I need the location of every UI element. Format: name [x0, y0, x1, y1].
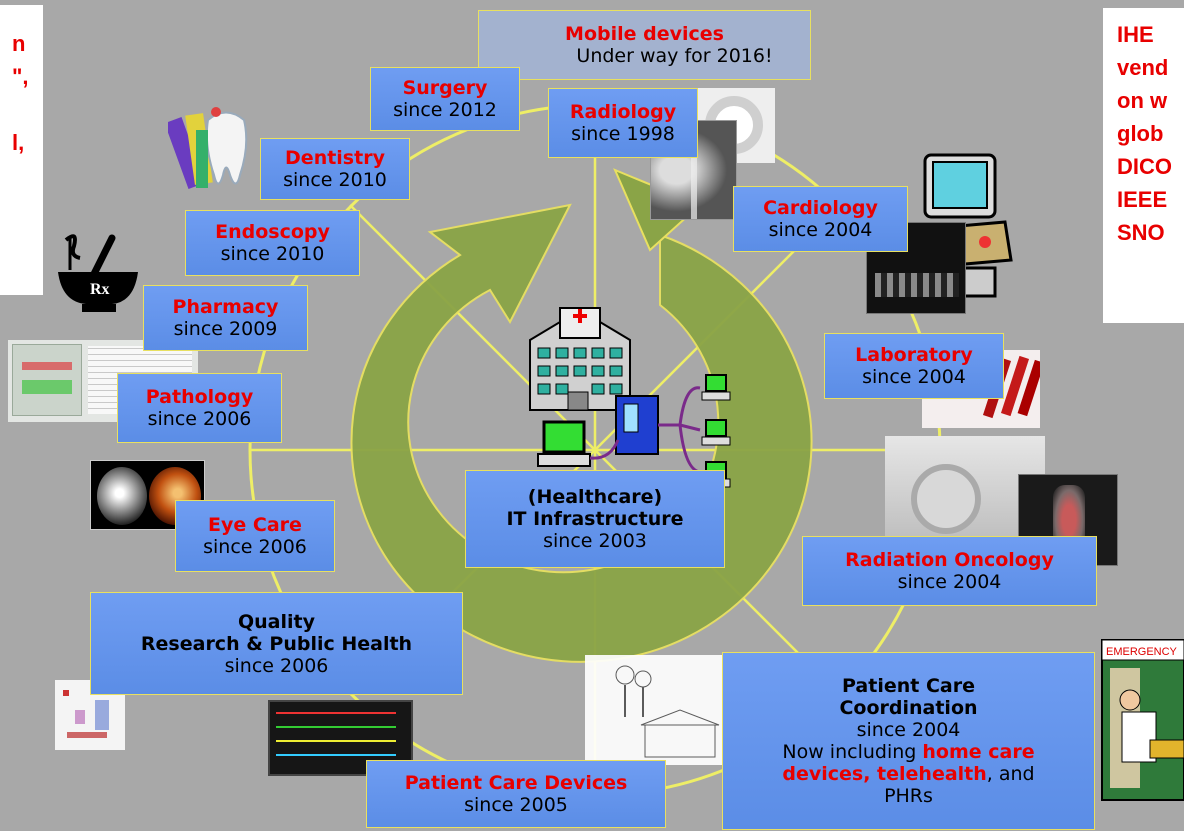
it-infrastructure-box: (Healthcare) IT Infrastructure since 200… [465, 470, 725, 568]
svg-text:Rx: Rx [90, 281, 110, 298]
emergency-clipart-icon: EMERGENCY [1101, 639, 1184, 801]
patient-care-devices-box: Patient Care Devices since 2005 [366, 760, 666, 828]
care-coordination-sketch-image [585, 655, 725, 765]
eye-fundus-image [90, 460, 205, 530]
pathology-box: Pathology since 2006 [117, 373, 282, 443]
mortar-pestle-icon: Rx [58, 234, 138, 312]
endoscopy-box: Endoscopy since 2010 [185, 210, 360, 276]
hospital-network-icon [529, 307, 731, 488]
eye-care-box: Eye Care since 2006 [175, 500, 335, 572]
linac-room-image [885, 436, 1045, 544]
laboratory-box: Laboratory since 2004 [824, 333, 1004, 399]
right-note: IHE vend on w glob DICO IEEE SNO [1103, 8, 1184, 323]
surgery-box: Surgery since 2012 [370, 67, 520, 131]
dentistry-box: Dentistry since 2010 [260, 138, 410, 200]
quality-research-box: Quality Research & Public Health since 2… [90, 592, 463, 695]
radiation-oncology-box: Radiation Oncology since 2004 [802, 536, 1097, 606]
pathology-screenshot-image [8, 340, 198, 422]
mobile-devices-box: Mobile devices Under way for 2016! [478, 10, 811, 80]
pharmacy-box: Pharmacy since 2009 [143, 285, 308, 351]
patient-monitor-image [268, 700, 413, 776]
cardiology-box: Cardiology since 2004 [733, 186, 908, 252]
radiology-box: Radiology since 1998 [548, 88, 698, 158]
svg-text:EMERGENCY: EMERGENCY [1106, 646, 1178, 658]
left-note: n ", l, [0, 5, 43, 295]
patient-care-coordination-box: Patient Care Coordination since 2004 Now… [722, 652, 1095, 830]
tooth-icon [168, 107, 248, 189]
